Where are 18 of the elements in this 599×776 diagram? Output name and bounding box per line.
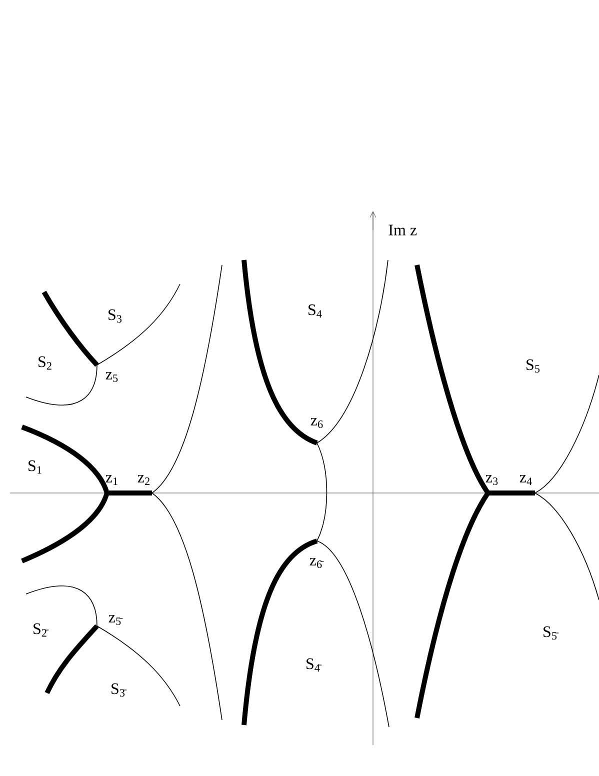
point-label: z$_{5}$ <box>106 372 118 382</box>
region-label: S$_{1}$ <box>28 460 42 474</box>
region-label: S$_{4̄}$ <box>306 658 322 672</box>
point-label: z$_{2}$ <box>138 475 150 485</box>
axis-label: Im z <box>388 224 417 236</box>
region-label: S$_{2̄}$ <box>34 623 49 637</box>
point-label: z$_{1}$ <box>106 475 118 485</box>
point-label: z$_{4}$ <box>520 475 532 485</box>
region-label: S$_{5}$ <box>526 359 540 373</box>
region-label: S$_{3̄}$ <box>112 683 127 697</box>
point-label: z$_{6}$ <box>310 418 323 428</box>
point-label: z$_{3}$ <box>486 474 498 486</box>
region-label: S$_{3}$ <box>108 309 122 323</box>
region-label: S$_{5̄}$ <box>544 626 559 640</box>
region-label: S$_{4}$ <box>308 304 322 318</box>
point-label: z$_{5̄}$ <box>108 614 123 626</box>
point-label: z$_{6̄}$ <box>310 558 324 568</box>
region-label: S$_{2}$ <box>38 356 52 370</box>
